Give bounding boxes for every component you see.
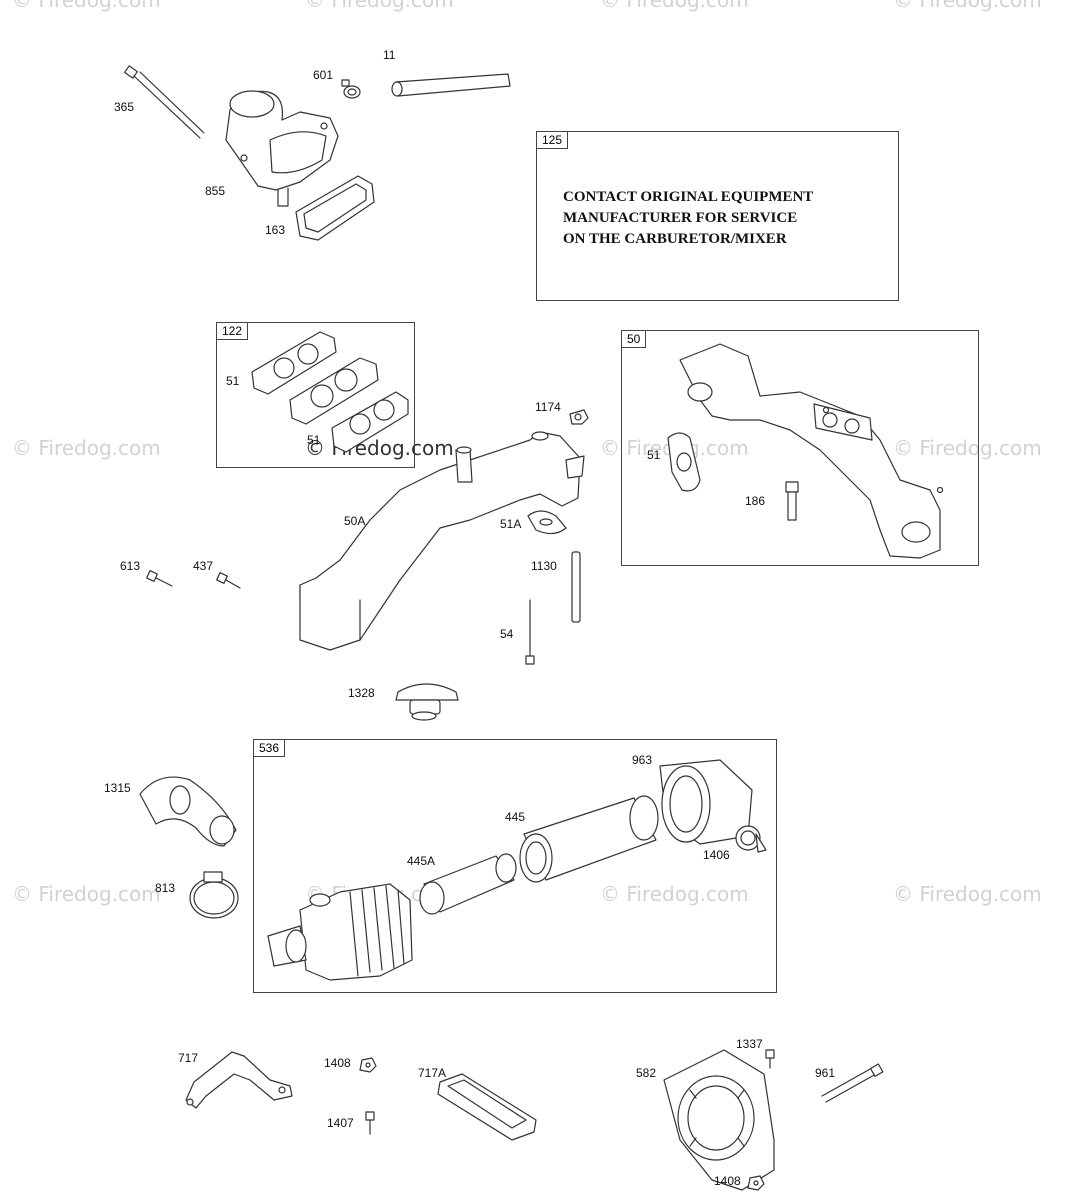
- part-label: 51: [226, 374, 240, 388]
- air-cleaner-part-536: [267, 883, 413, 981]
- part-label: 51: [307, 433, 321, 447]
- clamp-part-813: [189, 871, 239, 919]
- part-label: 1174: [535, 400, 561, 414]
- part-label: 54: [500, 627, 514, 641]
- carburetor-notice: CONTACT ORIGINAL EQUIPMENT MANUFACTURER …: [563, 187, 813, 250]
- part-label: 717: [178, 1051, 199, 1065]
- box-label-122: 122: [217, 323, 249, 340]
- notice-box: 125: [536, 131, 899, 301]
- part-label: 50A: [344, 514, 366, 528]
- part-label: 445A: [407, 854, 436, 868]
- part-label: 813: [155, 881, 176, 895]
- watermark: © Firedog.com: [600, 0, 749, 12]
- manifold-part-50A: [299, 431, 585, 651]
- part-label: 717A: [418, 1066, 447, 1080]
- screw-part-437: [216, 572, 241, 589]
- part-label: 51: [647, 448, 661, 462]
- gasket-part-163: [295, 175, 375, 241]
- part-label: 963: [632, 753, 653, 767]
- part-label: 601: [313, 68, 334, 82]
- kit-box-50: 50: [621, 330, 979, 566]
- fitting-part-186: [785, 481, 799, 521]
- adapter-part-855: [225, 90, 339, 207]
- part-label: 11: [383, 48, 396, 62]
- watermark: © Firedog.com: [893, 436, 1042, 460]
- part-label: 163: [265, 223, 286, 237]
- watermark: © Firedog.com: [12, 0, 161, 12]
- part-label: 1407: [327, 1116, 354, 1130]
- kit-box-536: 536: [253, 739, 777, 993]
- screw-part-613: [146, 570, 173, 587]
- cover-part-963: [659, 759, 753, 845]
- filter-part-445A: [419, 853, 517, 915]
- screw-part-1337: [765, 1049, 775, 1069]
- hose-part-11: [391, 73, 511, 97]
- part-label: 1315: [104, 781, 131, 795]
- part-label: 1406: [703, 848, 730, 862]
- valve-part-1406: [735, 825, 767, 853]
- hose-part-1315: [139, 776, 237, 847]
- part-label: 445: [505, 810, 526, 824]
- part-label: 437: [193, 559, 214, 573]
- part-label: 1130: [531, 559, 557, 573]
- filter-part-445: [519, 795, 659, 883]
- box-label-125: 125: [537, 132, 569, 149]
- part-label: 855: [205, 184, 226, 198]
- nut-part-1408: [747, 1175, 765, 1191]
- part-label: 51A: [500, 517, 522, 531]
- watermark: © Firedog.com: [600, 882, 749, 906]
- gasket-part-51: [289, 357, 379, 425]
- notice-line: CONTACT ORIGINAL EQUIPMENT: [563, 189, 814, 205]
- nut-part-1408: [359, 1057, 377, 1073]
- gasket-part-51: [331, 391, 409, 453]
- notice-line: MANUFACTURER FOR SERVICE: [563, 210, 798, 226]
- watermark: © Firedog.com: [893, 882, 1042, 906]
- watermark: © Firedog.com: [305, 0, 454, 12]
- part-label: 1408: [324, 1056, 351, 1070]
- gasket-part-51: [251, 331, 337, 395]
- clamp-part-601: [341, 79, 361, 99]
- bolt-part-961: [821, 1063, 884, 1103]
- gasket-part-51A: [527, 510, 567, 535]
- box-label-536: 536: [254, 740, 286, 757]
- part-label: 1408: [714, 1174, 741, 1188]
- gasket-part-51: [667, 432, 701, 492]
- part-label: 582: [636, 1066, 657, 1080]
- watermark: © Firedog.com: [12, 882, 161, 906]
- kit-box-122: 122: [216, 322, 415, 468]
- part-label: 186: [745, 494, 766, 508]
- notice-line: ON THE CARBURETOR/MIXER: [563, 231, 787, 247]
- nut-part-1174: [569, 409, 589, 425]
- bolt-part-365: [124, 65, 205, 139]
- box-label-50: 50: [622, 331, 647, 348]
- part-label: 1337: [736, 1037, 763, 1051]
- part-label: 613: [120, 559, 141, 573]
- part-label: 961: [815, 1066, 836, 1080]
- watermark: © Firedog.com: [893, 0, 1042, 12]
- part-label: 1328: [348, 686, 375, 700]
- part-label: 365: [114, 100, 135, 114]
- bracket-part-717: [185, 1051, 293, 1109]
- screw-part-1407: [365, 1111, 375, 1135]
- cap-part-1328: [395, 683, 459, 721]
- shroud-part-582: [663, 1049, 775, 1191]
- bolt-part-54: [525, 599, 535, 665]
- bracket-part-717A: [437, 1073, 537, 1141]
- stud-part-1130: [571, 551, 581, 623]
- watermark: © Firedog.com: [305, 436, 454, 460]
- watermark: © Firedog.com: [12, 436, 161, 460]
- manifold-part-50: [679, 343, 944, 559]
